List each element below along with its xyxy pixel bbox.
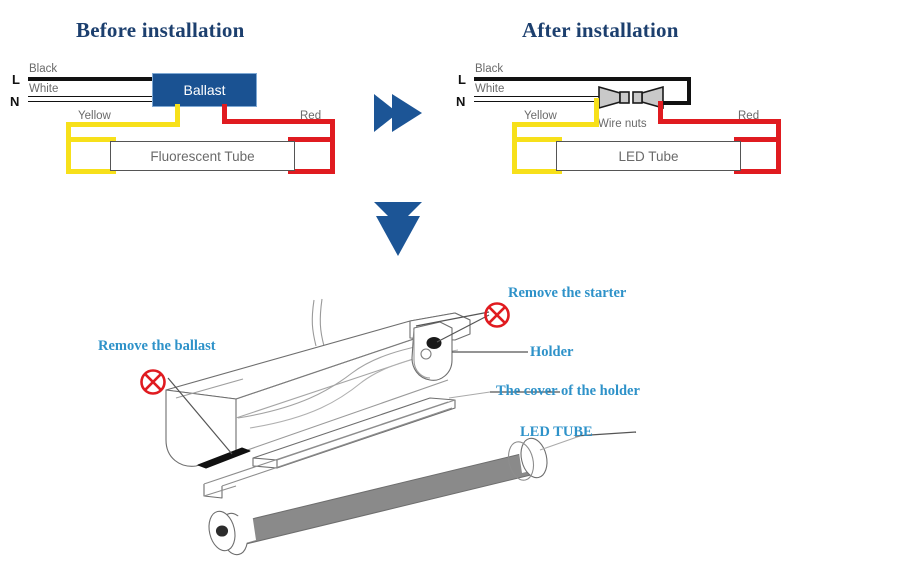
black-wire-before (28, 77, 163, 81)
led-tube-box: LED Tube (556, 141, 741, 171)
white-wire-before-top (28, 96, 163, 97)
red-wire-fork-top-before (288, 137, 335, 142)
no-entry-cross-icon-starter (482, 300, 512, 330)
red-wire-fork-bottom-after (734, 169, 781, 174)
yellow-wire-riser-after (512, 122, 517, 174)
red-wire-fork-bottom-before (288, 169, 335, 174)
terminal-n-after: N (456, 94, 466, 109)
callout-cover-of-the-holder: The cover of the holder (496, 383, 640, 399)
wire-label-black-before: Black (29, 63, 58, 75)
callout-remove-the-ballast: Remove the ballast (98, 338, 216, 354)
yellow-wire-drop-after (594, 98, 599, 124)
fixture-exploded-drawing: Remove the ballast Remove the starter Ho… (0, 268, 906, 582)
callout-remove-the-starter: Remove the starter (508, 285, 627, 301)
fluorescent-tube-box: Fluorescent Tube (110, 141, 295, 171)
yellow-wire-fork-bottom-after (512, 169, 562, 174)
after-installation-title: After installation (522, 18, 679, 42)
red-wire-drop-before (222, 104, 227, 124)
terminal-l-after: L (458, 72, 466, 87)
red-wire-run-before (222, 119, 335, 124)
wire-nut-left-icon (598, 84, 632, 110)
black-wire-after-tail (658, 101, 691, 105)
yellow-wire-riser-before (66, 122, 71, 174)
terminal-n-before: N (10, 94, 20, 109)
double-chevron-down-icon (370, 198, 426, 260)
wire-label-yellow-before: Yellow (78, 110, 111, 122)
fixture-line-art (165, 298, 637, 556)
ballast-box: Ballast (152, 73, 257, 107)
yellow-wire-fork-bottom-before (66, 169, 116, 174)
after-installation-diagram: L N Black White Yellow Red Wire nuts (446, 0, 796, 200)
yellow-wire-run-before (66, 122, 180, 127)
no-entry-cross-icon-ballast (138, 367, 168, 397)
red-wire-fork-top-after (734, 137, 781, 142)
yellow-wire-fork-top-before (66, 137, 116, 142)
wire-label-white-before: White (29, 83, 59, 95)
red-wire-drop-after (658, 101, 663, 124)
white-wire-before-bottom (28, 101, 163, 102)
red-wire-riser-before (330, 119, 335, 174)
white-wire-after-bottom (474, 101, 602, 102)
callout-led-tube: LED TUBE (520, 424, 593, 440)
black-wire-after-drop (687, 77, 691, 105)
before-installation-diagram: L N Black White Yellow Red Ballast Fluor… (0, 0, 350, 200)
callout-holder: Holder (530, 344, 574, 360)
wire-label-yellow-after: Yellow (524, 110, 557, 122)
red-wire-riser-after (776, 119, 781, 174)
before-installation-title: Before installation (76, 18, 245, 42)
wire-label-black-after: Black (475, 63, 504, 75)
yellow-wire-run-after (512, 122, 599, 127)
yellow-wire-drop-before (175, 104, 180, 124)
black-wire-after-run (474, 77, 691, 81)
wire-nut-right-icon (630, 84, 664, 110)
wire-nuts-label: Wire nuts (598, 118, 647, 130)
terminal-l-before: L (12, 72, 20, 87)
wire-label-white-after: White (475, 83, 505, 95)
white-wire-after-top (474, 96, 602, 97)
red-wire-run-after (658, 119, 781, 124)
yellow-wire-fork-top-after (512, 137, 562, 142)
double-chevron-right-icon (372, 90, 430, 136)
